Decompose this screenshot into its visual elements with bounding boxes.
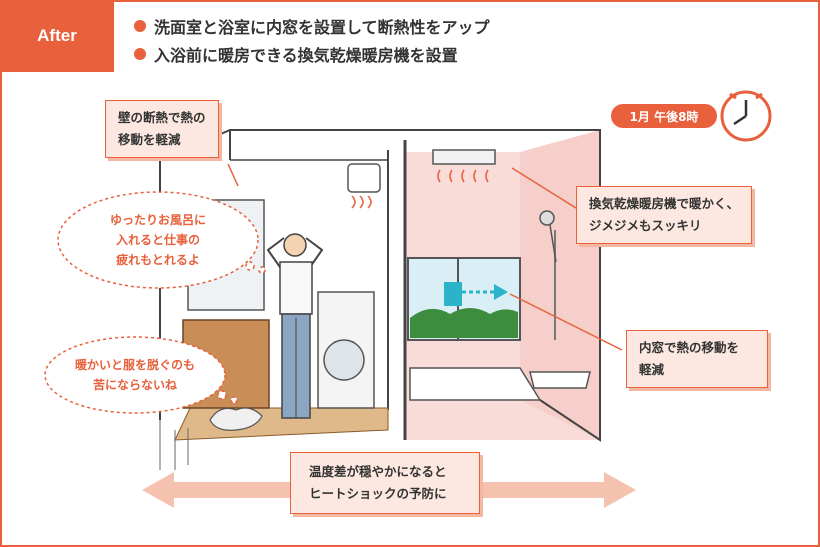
note-line: 内窓で熱の移動を — [639, 340, 740, 355]
clock-icon — [720, 90, 772, 142]
thought-line: 暖かいと服を脱ぐのも — [74, 358, 195, 372]
shower-icon — [539, 210, 557, 340]
after-tag: After — [0, 0, 114, 72]
bullet-text: 洗面室と浴室に内窓を設置して断熱性をアップ — [154, 18, 490, 37]
thought-line: ゆったりお風呂に — [109, 213, 206, 227]
note-line: 移動を軽減 — [118, 132, 181, 147]
thought-line: 入れると仕事の — [115, 233, 200, 247]
clothes-pile — [209, 407, 263, 431]
thought-line: 苦にならないね — [92, 378, 177, 392]
bullet-item: 洗面室と浴室に内窓を設置して断熱性をアップ — [134, 12, 490, 40]
note-ventilation-dryer: 換気乾燥暖房機で暖かく、 ジメジメもスッキリ — [576, 186, 753, 244]
heater-icon — [347, 163, 381, 193]
bullet-dot — [134, 48, 146, 60]
note-line: ヒートショックの予防に — [309, 486, 447, 501]
note-line: 温度差が穏やかになると — [309, 464, 447, 479]
note-line: 軽減 — [639, 362, 665, 377]
ventilation-dryer-icon — [432, 149, 496, 165]
bullet-item: 入浴前に暖房できる換気乾燥暖房機を設置 — [134, 40, 490, 68]
thought-cloud-bath — [57, 191, 266, 289]
thought-bath-text: ゆったりお風呂に 入れると仕事の 疲れもとれるよ — [78, 210, 238, 270]
note-inner-window: 内窓で熱の移動を 軽減 — [626, 330, 769, 388]
note-line: 壁の断熱で熱の — [118, 110, 206, 125]
bullet-dot — [134, 20, 146, 32]
thought-cloud-undress — [44, 336, 238, 414]
thought-undress-text: 暖かいと服を脱ぐのも 苦にならないね — [55, 355, 215, 395]
bullet-text: 入浴前に暖房できる換気乾燥暖房機を設置 — [154, 46, 458, 65]
airflow-arrow-icon — [444, 282, 508, 306]
note-line: 換気乾燥暖房機で暖かく、 — [589, 196, 740, 211]
note-line: ジメジメもスッキリ — [589, 218, 702, 233]
note-wall-insulation: 壁の断熱で熱の 移動を軽減 — [105, 100, 219, 158]
thought-line: 疲れもとれるよ — [116, 253, 200, 267]
note-temperature: 温度差が穏やかになると ヒートショックの予防に — [290, 452, 480, 514]
person-stretching — [266, 233, 324, 419]
time-badge: 1月 午後8時 — [611, 104, 717, 128]
summary-bullets: 洗面室と浴室に内窓を設置して断熱性をアップ 入浴前に暖房できる換気乾燥暖房機を設… — [134, 12, 490, 68]
bathtub — [409, 367, 542, 401]
